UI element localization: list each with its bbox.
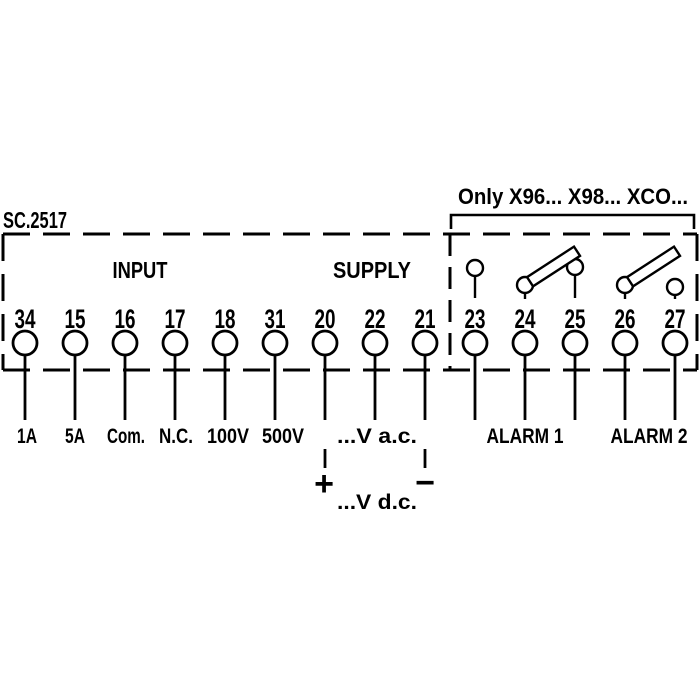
- terminal-label-com: Com.: [107, 425, 145, 448]
- alarm-contacts: [465, 244, 685, 299]
- terminal-circle: [361, 329, 389, 357]
- terminal-circle: [161, 329, 189, 357]
- terminal-number: 20: [315, 304, 336, 334]
- terminal-22: 22: [361, 304, 389, 420]
- alarm1-label: ALARM 1: [487, 425, 564, 448]
- terminal-number: 17: [165, 304, 186, 334]
- terminal-number: 27: [665, 304, 686, 334]
- device-code: SC.2517: [3, 207, 67, 233]
- terminal-circle: [111, 329, 139, 357]
- terminal-number: 15: [65, 304, 86, 334]
- variant-note: Only X96... X98... XCO...: [458, 184, 688, 209]
- terminal-label-5a: 5A: [65, 425, 85, 448]
- alarm2-contact-blade: [625, 244, 682, 289]
- terminal-circle: [461, 329, 489, 357]
- terminal-circle: [11, 329, 39, 357]
- variant-bracket: [449, 213, 696, 229]
- terminal-number: 22: [365, 304, 386, 334]
- terminal-31: 31: [261, 304, 289, 420]
- terminal-circle: [61, 329, 89, 357]
- supply-section-label: SUPPLY: [333, 257, 411, 283]
- contact-pin-23: [465, 258, 485, 278]
- terminal-number: 23: [465, 304, 486, 334]
- terminal-26: 26: [611, 304, 639, 420]
- input-section-label: INPUT: [113, 257, 168, 283]
- supply-wiring: ...V a.c. + − ...V d.c.: [314, 425, 435, 514]
- terminal-circle: [511, 329, 539, 357]
- terminal-25: 25: [561, 304, 589, 420]
- supply-ac-label: ...V a.c.: [337, 425, 417, 448]
- terminal-number: 31: [265, 304, 286, 334]
- terminal-circle: [661, 329, 689, 357]
- dc-negative-sign: −: [415, 464, 435, 502]
- terminal-circle: [561, 329, 589, 357]
- terminal-17: 17: [161, 304, 189, 420]
- alarm2-fixed-pin: [665, 277, 685, 297]
- terminal-27: 27: [661, 304, 689, 420]
- terminal-label-1a: 1A: [17, 425, 37, 448]
- terminal-number: 16: [115, 304, 136, 334]
- terminal-circle: [261, 329, 289, 357]
- alarm2-label: ALARM 2: [611, 425, 688, 448]
- terminal-18: 18: [211, 304, 239, 420]
- terminal-label-nc: N.C.: [159, 425, 193, 448]
- terminal-function-labels: 1A 5A Com. N.C. 100V 500V: [17, 425, 304, 448]
- terminal-15: 15: [61, 304, 89, 420]
- terminal-34: 34: [11, 304, 39, 420]
- terminal-number: 18: [215, 304, 236, 334]
- terminal-16: 16: [111, 304, 139, 420]
- terminal-circle: [611, 329, 639, 357]
- terminal-number: 34: [15, 304, 36, 334]
- terminal-row: 34 15 16 17 18 31 20: [11, 304, 689, 420]
- terminal-20: 20: [311, 304, 339, 420]
- terminal-24: 24: [511, 304, 539, 420]
- alarm1-contact-blade: [525, 244, 582, 289]
- enclosure-border: [1, 232, 699, 372]
- terminal-circle: [311, 329, 339, 357]
- terminal-label-500v: 500V: [262, 425, 304, 448]
- terminal-number: 26: [615, 304, 636, 334]
- terminal-23: 23: [461, 304, 489, 420]
- terminal-number: 21: [415, 304, 436, 334]
- supply-dc-label: ...V d.c.: [337, 491, 417, 514]
- terminal-21: 21: [411, 304, 439, 420]
- terminal-number: 24: [515, 304, 536, 334]
- dc-positive-sign: +: [314, 465, 334, 503]
- terminal-circle: [411, 329, 439, 357]
- terminal-number: 25: [565, 304, 586, 334]
- terminal-circle: [211, 329, 239, 357]
- terminal-label-100v: 100V: [207, 425, 249, 448]
